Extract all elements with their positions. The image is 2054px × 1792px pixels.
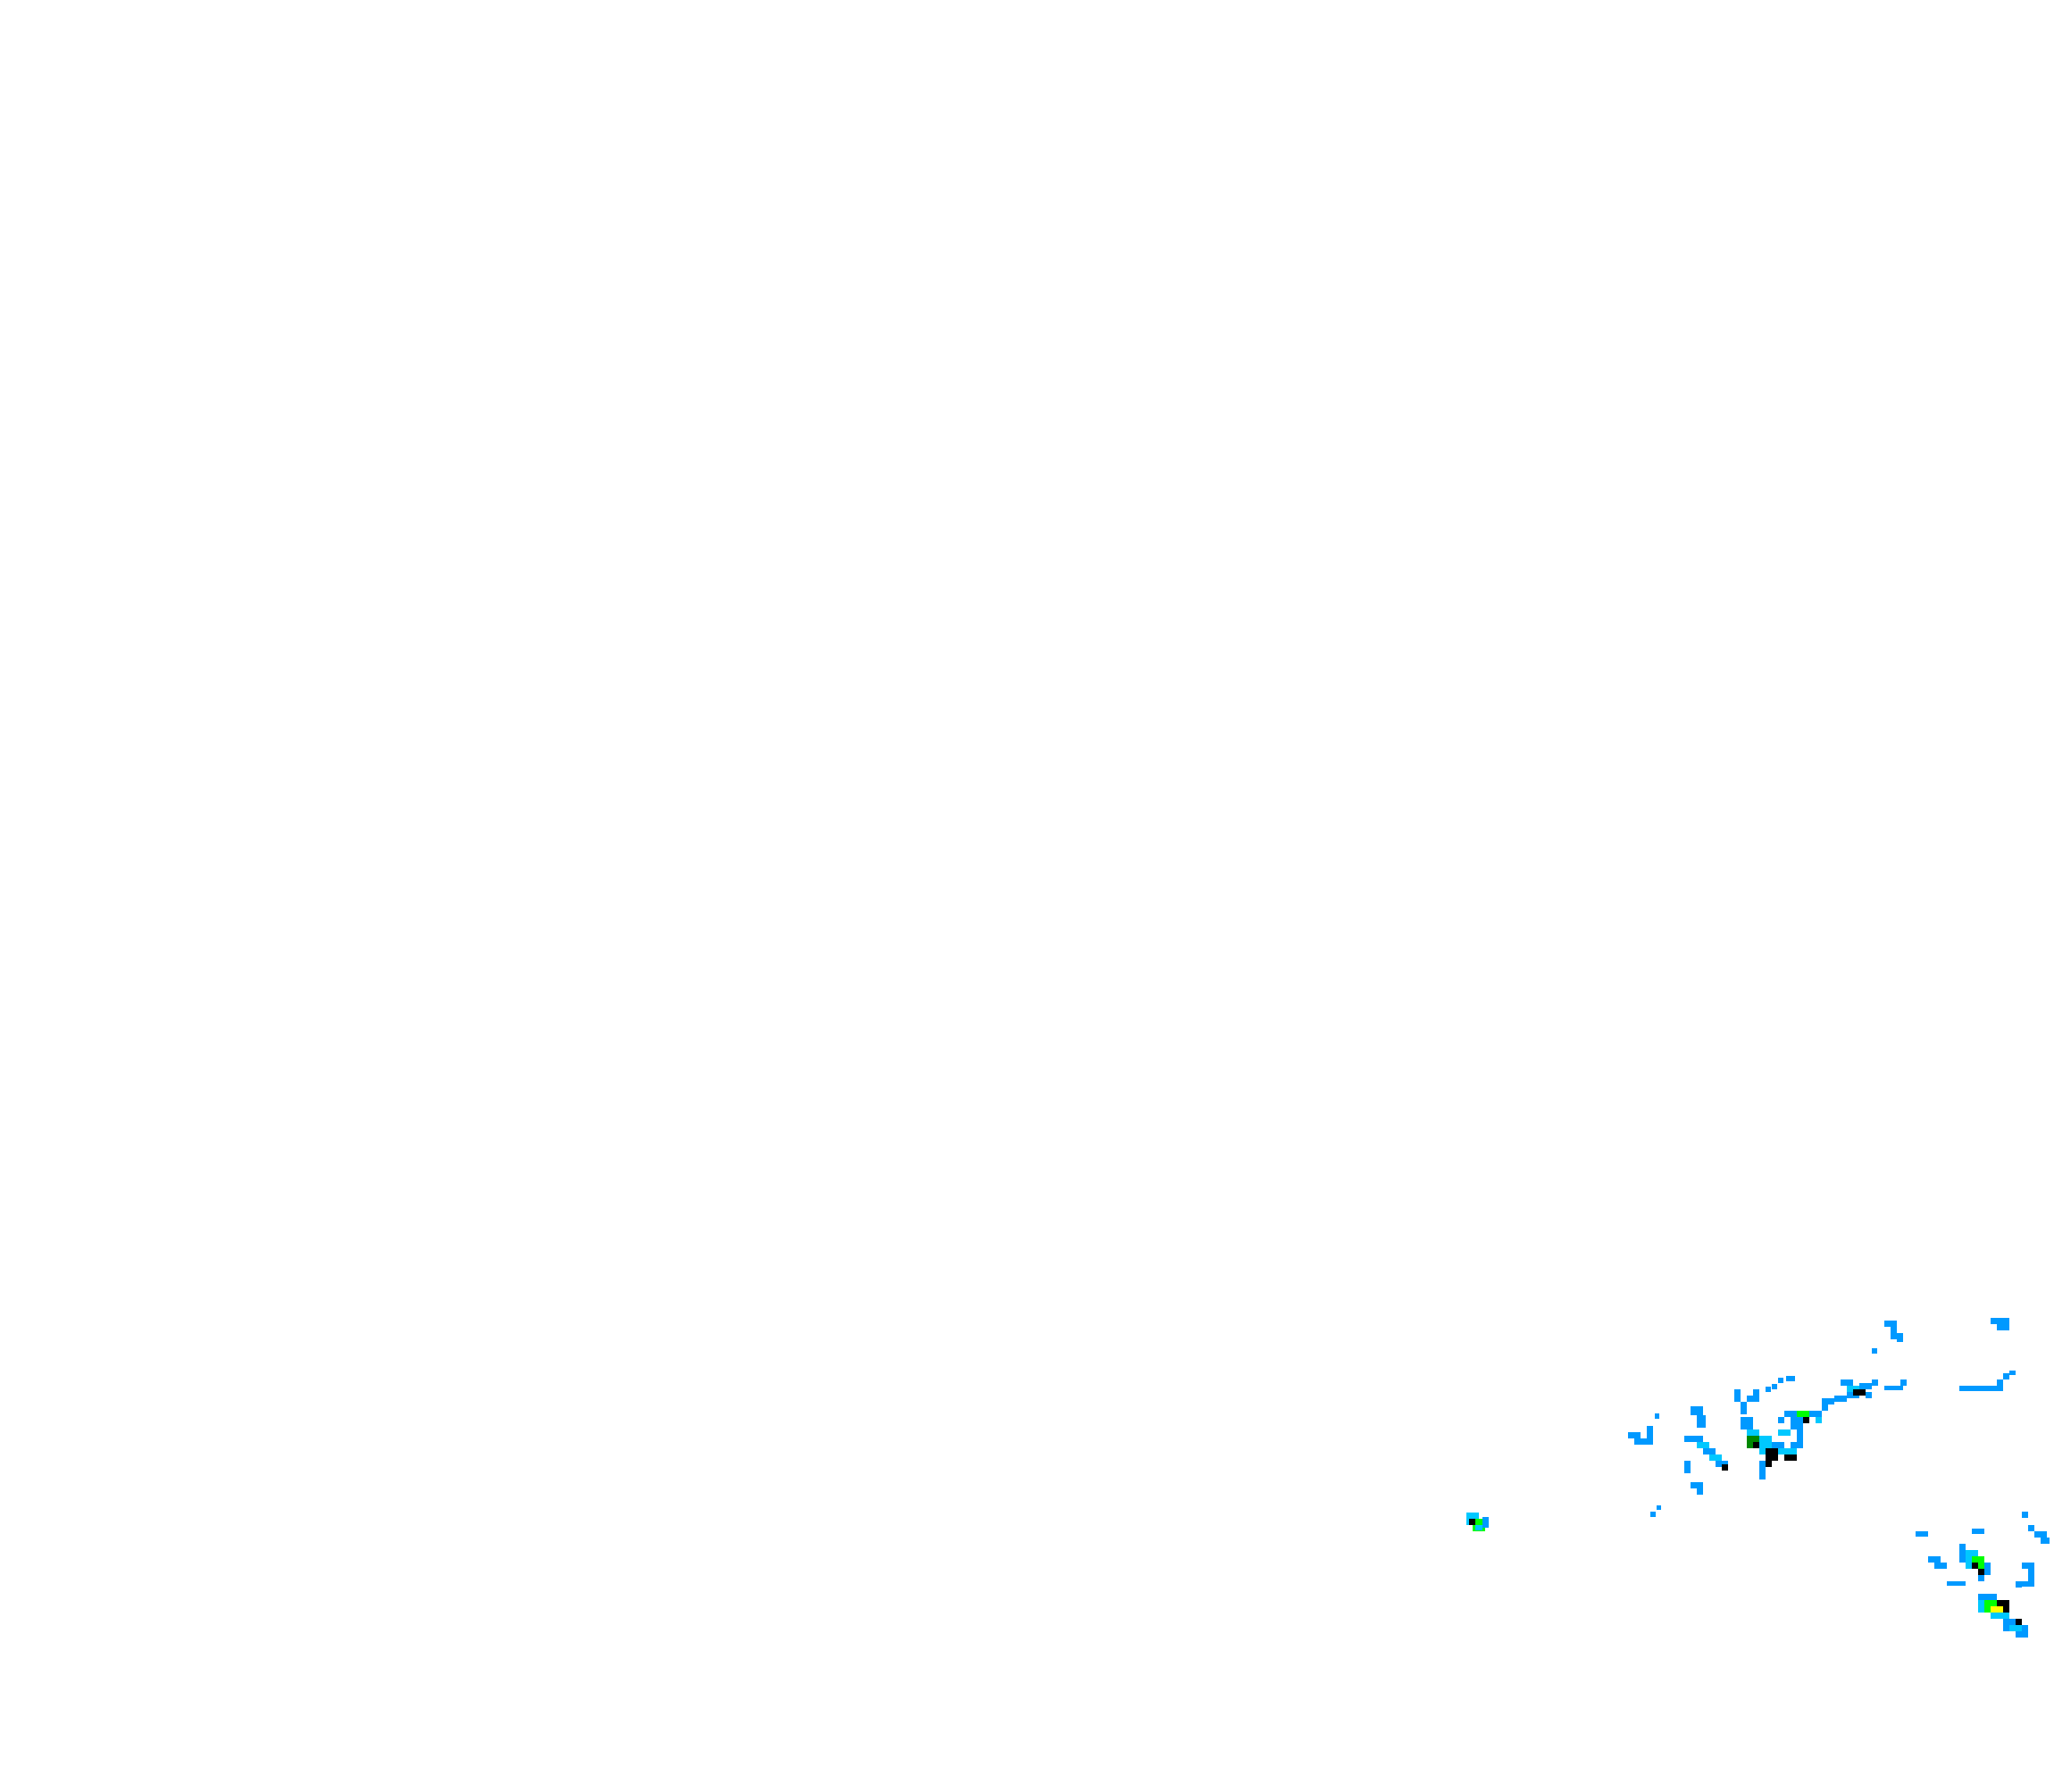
radar-echo-pixel: [1866, 1392, 1872, 1398]
radar-echo-pixel: [1655, 1413, 1659, 1419]
radar-echo-pixel: [2016, 1619, 2022, 1625]
radar-echo-pixel: [1791, 1442, 1803, 1448]
radar-echo-pixel: [1778, 1417, 1784, 1423]
radar-echo-pixel: [1778, 1429, 1791, 1436]
radar-echo-pixel: [2028, 1525, 2034, 1531]
radar-echo-pixel: [1786, 1376, 1795, 1381]
radar-echo-pixel: [1947, 1581, 1966, 1586]
radar-echo-pixel: [1734, 1389, 1741, 1402]
radar-echo-pixel: [1722, 1464, 1728, 1471]
radar-echo-pixel: [1853, 1389, 1866, 1396]
radar-echo-pixel: [2041, 1538, 2050, 1544]
radar-echo-pixel: [1791, 1417, 1803, 1429]
radar-echo-pixel: [1650, 1512, 1656, 1517]
radar-echo-pixel: [1959, 1386, 2003, 1391]
radar-echo-pixel: [1972, 1563, 1978, 1569]
radar-echo-pixel: [1997, 1379, 2003, 1386]
radar-echo-pixel: [1991, 1318, 2003, 1324]
radar-echo-pixel: [1997, 1324, 2009, 1330]
radar-echo-pixel: [1634, 1438, 1653, 1445]
radar-echo-pixel: [1741, 1402, 1747, 1414]
radar-echo-pixel: [2016, 1581, 2022, 1588]
radar-echo-pixel: [2022, 1563, 2034, 1569]
radar-echo-pixel: [1934, 1563, 1947, 1569]
radar-echo-pixel: [2022, 1512, 2028, 1518]
radar-echo-pixel: [1778, 1378, 1783, 1383]
radar-echo-pixel: [1797, 1411, 1809, 1417]
radar-echo-pixel: [1847, 1386, 1859, 1392]
radar-echo-pixel: [1709, 1454, 1722, 1461]
radar-echo-pixel: [2003, 1318, 2009, 1324]
radar-echo-pixel: [1891, 1327, 1897, 1339]
radar-echo-pixel: [1978, 1575, 1984, 1581]
radar-echo-pixel: [1991, 1613, 2009, 1619]
radar-echo-pixel: [1647, 1426, 1653, 1438]
radar-echo-pixel: [1697, 1415, 1706, 1428]
radar-echo-pixel: [1753, 1389, 1759, 1396]
radar-echo-pixel: [1684, 1461, 1691, 1473]
radar-echo-pixel: [2009, 1371, 2016, 1375]
radar-echo-pixel: [1900, 1379, 1907, 1386]
radar-echo-pixel: [1778, 1448, 1797, 1454]
radar-echo-pixel: [1747, 1396, 1759, 1402]
radar-echo-pixel: [1475, 1525, 1482, 1530]
radar-echo-pixel: [1469, 1519, 1475, 1525]
radar-echo-pixel: [1691, 1482, 1703, 1488]
radar-echo-pixel: [1697, 1442, 1709, 1448]
radar-echo-pixel: [1753, 1442, 1759, 1448]
radar-echo-pixel: [1966, 1563, 1972, 1569]
radar-echo-pixel: [1978, 1569, 1984, 1575]
radar-echo-pixel: [1766, 1387, 1771, 1392]
radar-echo-pixel: [1697, 1488, 1703, 1495]
radar-echo-pixel: [2016, 1631, 2028, 1638]
radar-echo-pixel: [1916, 1531, 1928, 1537]
radar-echo-pixel: [1884, 1386, 1903, 1390]
radar-echo-pixel: [1703, 1448, 1716, 1454]
radar-echo-pixel: [1822, 1398, 1834, 1404]
radar-echo-pixel: [1772, 1384, 1777, 1389]
radar-echo-pixel: [1657, 1505, 1661, 1510]
radar-echo-pixel: [1809, 1411, 1822, 1417]
radar-echo-pixel: [1872, 1379, 1878, 1386]
radar-echo-pixel: [1859, 1383, 1872, 1389]
radar-echo-pixel: [1797, 1429, 1803, 1442]
radar-echo-pixel: [2009, 1625, 2022, 1631]
radar-echo-pixel: [1959, 1544, 1966, 1563]
radar-echo-pixel: [1716, 1461, 1728, 1467]
radar-echo-pixel: [1684, 1436, 1703, 1442]
radar-echo-pixel: [1928, 1556, 1941, 1563]
radar-echo-layer: [1466, 1318, 2050, 1638]
radar-echo-pixel: [1747, 1429, 1759, 1436]
radar-echo-pixel: [1772, 1442, 1784, 1448]
radar-echo-pixel: [1997, 1600, 2009, 1606]
radar-echo-pixel: [1972, 1529, 1984, 1534]
radar-echo-pixel: [2034, 1531, 2047, 1538]
radar-echo-pixel: [2028, 1569, 2034, 1581]
radar-echo-pixel: [1984, 1563, 1991, 1575]
radar-echo-pixel: [1834, 1396, 1847, 1402]
radar-echo-pixel: [1759, 1467, 1766, 1479]
radar-echo-pixel: [1978, 1600, 1984, 1613]
radar-echo-pixel: [2022, 1581, 2034, 1587]
radar-echo-pixel: [1822, 1404, 1828, 1411]
radar-echo-pixel: [1691, 1406, 1703, 1415]
radar-echo-pixel: [1884, 1321, 1897, 1327]
radar-echo-pixel: [1897, 1333, 1903, 1342]
radar-echo-pixel: [1482, 1517, 1489, 1528]
radar-echo-pixel: [1766, 1461, 1772, 1467]
radar-echo-pixel: [2003, 1373, 2009, 1379]
radar-echo-pixel: [1841, 1379, 1853, 1386]
radar-echo-pixel: [1872, 1348, 1877, 1354]
radar-echo-pixel: [1628, 1432, 1641, 1438]
radar-echo-pixel: [1741, 1417, 1753, 1429]
radar-echo-pixel: [1816, 1417, 1822, 1423]
radar-echo-pixel: [1991, 1606, 2003, 1613]
radar-echo-pixel: [1784, 1411, 1797, 1417]
radar-echo-pixel: [1784, 1454, 1797, 1461]
radar-echo-pixel: [1766, 1448, 1778, 1461]
radar-echo-pixel: [1803, 1417, 1809, 1423]
radar-echo-pixel: [2022, 1625, 2028, 1631]
